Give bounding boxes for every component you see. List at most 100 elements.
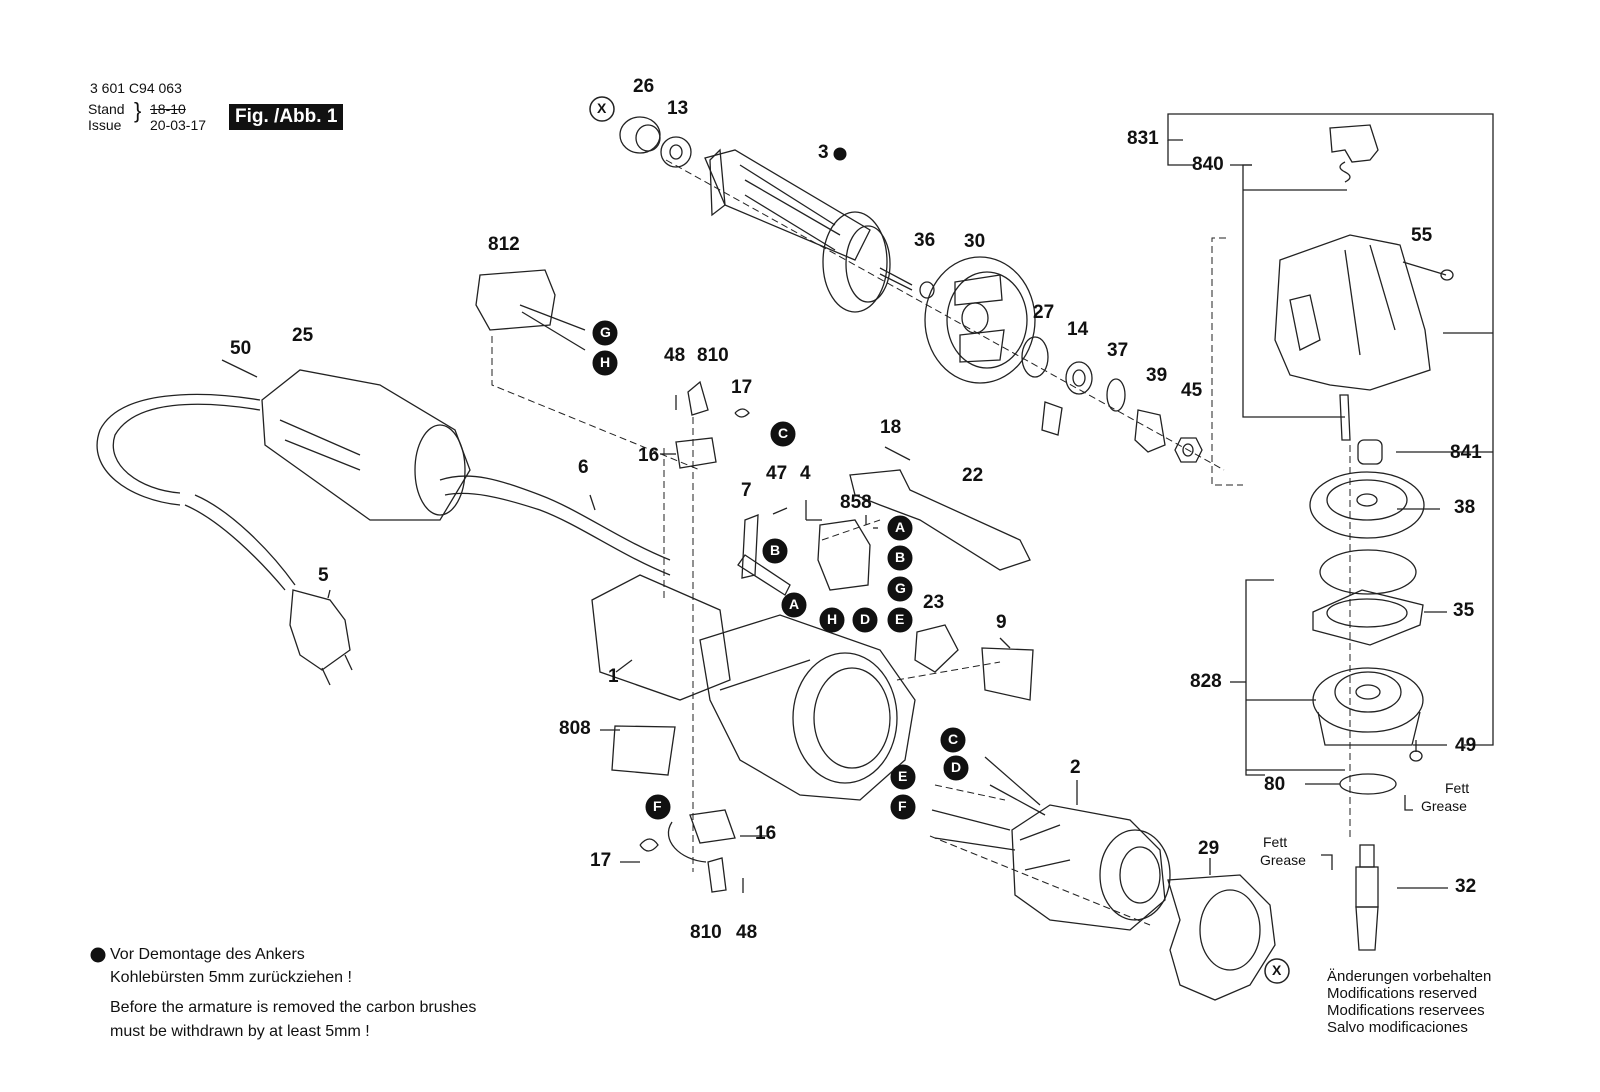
issue-label: Issue <box>88 117 122 133</box>
part-37: 37 <box>1107 340 1129 361</box>
marker-f-stator <box>890 794 916 820</box>
marker-d-stator-label: D <box>951 759 962 775</box>
bracket-23 <box>914 624 959 673</box>
washer-36 <box>919 281 935 299</box>
marker-f-stator-label: F <box>898 798 907 814</box>
issue-value: 20-03-17 <box>150 117 207 133</box>
marker-c-upper <box>770 421 796 447</box>
marker-b-left-label: B <box>770 542 781 558</box>
screw-55 <box>1402 261 1447 276</box>
marker-f-brush <box>645 794 671 820</box>
part-36: 36 <box>914 230 936 251</box>
note-bullet <box>90 947 106 963</box>
part-13: 13 <box>667 98 689 119</box>
gear-head-housing <box>1274 124 1431 441</box>
ring-27 <box>1021 336 1049 378</box>
label-808 <box>611 725 676 776</box>
part-3: 3 <box>818 142 829 163</box>
part-17-lower: 17 <box>590 850 612 871</box>
modifications-de: Änderungen vorbehalten <box>1327 968 1492 985</box>
screw-50 <box>221 359 258 378</box>
marker-h-switch-label: H <box>827 611 838 627</box>
grease-label-right: Grease <box>1421 798 1467 814</box>
part-22: 22 <box>962 465 984 486</box>
bearing-14 <box>1065 361 1093 395</box>
washer-37 <box>1106 378 1126 412</box>
part-7: 7 <box>741 480 752 501</box>
part-808: 808 <box>559 718 591 739</box>
part-16-lower: 16 <box>755 823 777 844</box>
brush-810-upper <box>687 380 709 416</box>
doc-number: 3 601 C94 063 <box>90 80 182 96</box>
part-812: 812 <box>488 234 520 255</box>
part-5: 5 <box>318 565 329 586</box>
bracket-828 <box>1245 579 1274 776</box>
grease-label-left: Grease <box>1260 852 1306 868</box>
part-2: 2 <box>1070 757 1081 778</box>
marker-x-top <box>589 96 615 122</box>
bushing-841 <box>1357 439 1383 465</box>
part-23: 23 <box>923 592 945 613</box>
marker-d-switch <box>852 607 878 633</box>
washer-80 <box>1339 773 1397 795</box>
part-48-upper: 48 <box>664 345 686 366</box>
fett-label-right: Fett <box>1445 780 1470 796</box>
brush-810-lower <box>707 857 727 893</box>
note-en-line1: Before the armature is removed the carbo… <box>110 999 477 1016</box>
marker-g-brush-label: G <box>600 324 611 340</box>
stand-value: 18-10 <box>150 101 186 117</box>
part-17-upper: 17 <box>731 377 753 398</box>
part-25: 25 <box>292 325 314 346</box>
crown-gear-38 <box>1309 471 1425 539</box>
marker-a-left <box>781 592 807 618</box>
nut-45 <box>1174 437 1203 463</box>
brush-lead-lower <box>667 821 707 863</box>
part-29: 29 <box>1198 838 1220 859</box>
marker-x-bottom-label: X <box>1272 962 1282 978</box>
part-27: 27 <box>1033 302 1055 323</box>
brush-holder-16-lower <box>689 809 736 844</box>
marker-h-brush-label: H <box>600 354 611 370</box>
part-831: 831 <box>1127 128 1159 149</box>
spring-17-upper <box>734 408 750 418</box>
o-ring <box>1319 549 1417 595</box>
screw-47 <box>772 507 788 515</box>
marker-b-switch <box>887 545 913 571</box>
stator-2 <box>1011 804 1171 931</box>
marker-d-stator <box>943 755 969 781</box>
bearing-flange-828 <box>1312 667 1424 746</box>
bracket-831 <box>1167 113 1494 746</box>
part-841: 841 <box>1450 442 1482 463</box>
part-30: 30 <box>964 231 986 252</box>
bracket-22 <box>849 469 1031 571</box>
rear-cover-25 <box>261 369 471 521</box>
part-4: 4 <box>800 463 811 484</box>
marker-x-bottom <box>1264 958 1290 984</box>
part-828: 828 <box>1190 671 1222 692</box>
part-26: 26 <box>633 76 655 97</box>
part-55: 55 <box>1411 225 1433 246</box>
marker-c-upper-label: C <box>778 425 789 441</box>
part-810-upper: 810 <box>697 345 729 366</box>
part-1: 1 <box>608 666 619 687</box>
part-39: 39 <box>1146 365 1168 386</box>
stator-wire-leads <box>931 756 1046 851</box>
stand-label: Stand <box>88 101 125 117</box>
part-50: 50 <box>230 338 252 359</box>
plate-35 <box>1312 589 1424 646</box>
motor-housing-1 <box>591 574 916 801</box>
marker-g-brush <box>592 320 618 346</box>
part-80: 80 <box>1264 774 1286 795</box>
part-35: 35 <box>1453 600 1475 621</box>
marker-a-switch-label: A <box>895 519 906 535</box>
marker-g-switch <box>887 576 913 602</box>
note-de-line1: Vor Demontage des Ankers <box>110 946 305 963</box>
marker-b-left <box>762 538 788 564</box>
modifications-es: Salvo modificaciones <box>1327 1019 1468 1036</box>
fan-part-30 <box>924 256 1036 384</box>
pinion-39 <box>1134 409 1166 453</box>
marker-h-brush <box>592 350 618 376</box>
spring-17-lower <box>639 838 659 852</box>
marker-a-switch <box>887 515 913 541</box>
